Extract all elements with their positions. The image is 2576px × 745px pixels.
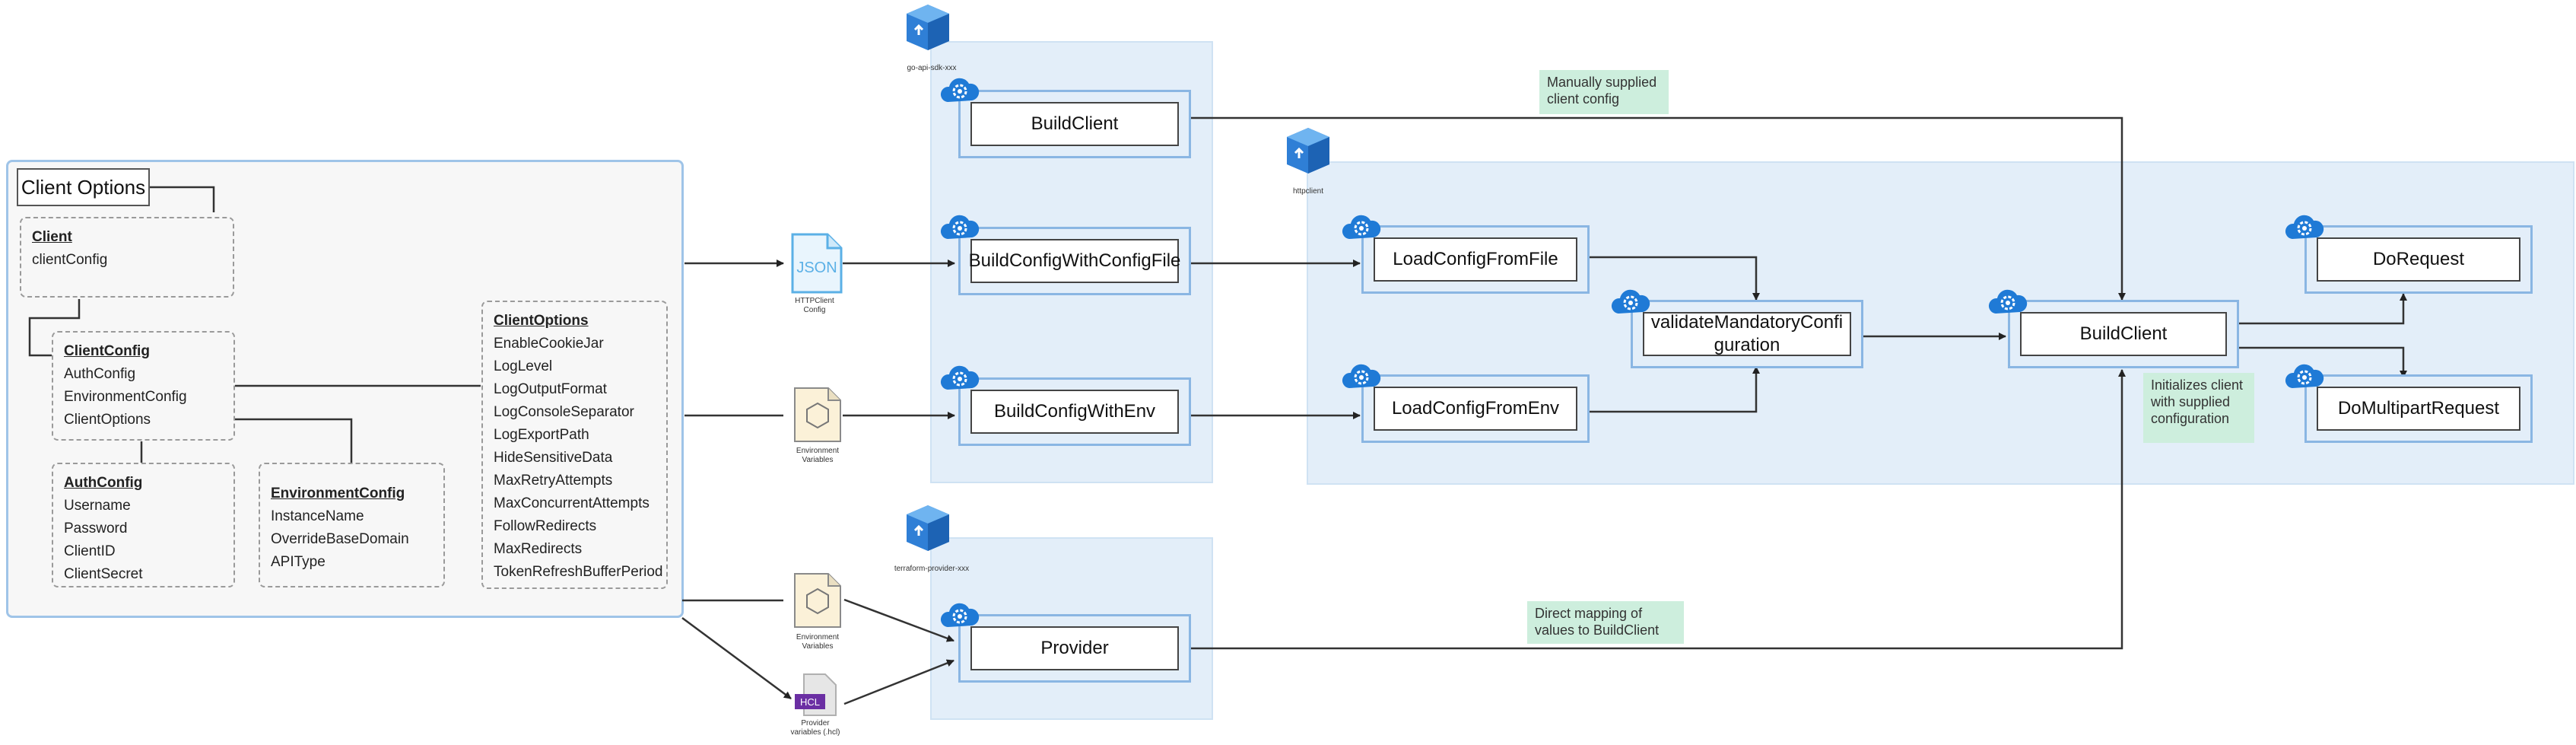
client-options-field: LogExportPath [494,427,589,443]
auth-config-field: ClientSecret [64,566,143,582]
environment-config-card: EnvironmentConfig InstanceName OverrideB… [259,463,445,587]
function-label: BuildClient [2020,312,2227,356]
auth-config-field: Username [64,498,131,514]
client-config-field: EnvironmentConfig [64,389,187,405]
function-label: BuildConfigWithEnv [970,390,1179,434]
build-client-box[interactable]: BuildClient [2008,300,2239,368]
hcl-file-icon: HCL [795,673,837,716]
terraform-package-label: terraform-provider-xxx [894,565,970,573]
terraform-package-icon [907,505,949,551]
function-label: BuildClient [970,102,1179,146]
json-caption: HTTPClient Config [795,297,834,314]
sdk-build-client-box[interactable]: BuildClient [958,90,1191,158]
env-caption-1: Environment Variables [796,447,840,464]
auth-config-field: Password [64,521,128,536]
client-options-field: EnableCookieJar [494,336,604,352]
client-options-list-heading: ClientOptions [494,313,589,329]
client-field: clientConfig [32,252,108,268]
client-card: Client clientConfig [20,217,234,298]
initializes-note: Initializes client with supplied configu… [2143,373,2254,443]
gear-icon [1342,215,1381,239]
env-caption-2: Environment Variables [796,633,840,651]
function-label: DoRequest [2317,237,2520,282]
client-heading: Client [32,229,72,245]
manual-config-note: Manually supplied client config [1539,70,1669,114]
function-label: BuildConfigWithConfigFile [969,239,1180,283]
gear-icon [940,365,980,390]
client-options-field: MaxRetryAttempts [494,473,613,489]
hcl-caption: Provider variables (.hcl) [790,719,840,737]
sdk-package-label: go-api-sdk-xxx [907,64,957,72]
provider-box[interactable]: Provider [958,614,1191,683]
environment-config-heading: EnvironmentConfig [271,486,405,501]
client-config-heading: ClientConfig [64,343,150,359]
function-label: LoadConfigFromEnv [1374,387,1577,431]
environment-config-field: InstanceName [271,508,364,524]
auth-config-card: AuthConfig Username Password ClientID Cl… [52,463,235,587]
gear-icon [1611,289,1650,314]
auth-config-heading: AuthConfig [64,475,143,491]
load-config-from-env-box[interactable]: LoadConfigFromEnv [1361,374,1590,443]
json-file-icon: JSON [791,233,843,294]
function-label: Provider [970,626,1179,670]
json-file-label: JSON [796,259,837,276]
gear-icon [940,603,980,627]
validate-mandatory-configuration-box[interactable]: validateMandatoryConfiguration [1631,300,1863,368]
function-label: DoMultipartRequest [2317,387,2520,431]
client-options-field: TokenRefreshBufferPeriod [494,564,663,580]
client-options-field: LogLevel [494,358,553,374]
gear-icon [940,78,980,102]
client-options-field: HideSensitiveData [494,450,613,466]
gear-icon [1988,289,2028,314]
do-multipart-request-box[interactable]: DoMultipartRequest [2304,374,2533,443]
auth-config-field: ClientID [64,543,116,559]
client-options-field: FollowRedirects [494,518,597,534]
environment-config-field: OverrideBaseDomain [271,531,409,547]
build-config-with-env-box[interactable]: BuildConfigWithEnv [958,377,1191,446]
load-config-from-file-box[interactable]: LoadConfigFromFile [1361,225,1590,294]
gear-icon [1342,364,1381,388]
function-label: LoadConfigFromFile [1374,237,1577,282]
client-options-field: MaxRedirects [494,541,583,557]
client-options-field: LogConsoleSeparator [494,404,634,420]
client-config-field: ClientOptions [64,412,151,428]
httpclient-package-icon [1287,128,1329,174]
client-config-field: AuthConfig [64,366,136,382]
client-options-field: LogOutputFormat [494,381,607,397]
client-options-list-card: ClientOptions EnableCookieJar LogLevel L… [481,301,668,589]
client-config-card: ClientConfig AuthConfig EnvironmentConfi… [52,331,235,441]
do-request-box[interactable]: DoRequest [2304,225,2533,294]
httpclient-package-label: httpclient [1292,187,1324,196]
direct-mapping-note: Direct mapping of values to BuildClient [1527,601,1684,644]
hcl-file-label: HCL [800,696,820,708]
environment-config-field: APIType [271,554,326,570]
client-options-title: Client Options [17,168,150,206]
sdk-package-icon [907,5,949,50]
env-variables-icon [794,387,841,442]
build-config-with-config-file-box[interactable]: BuildConfigWithConfigFile [958,227,1191,295]
gear-icon [2285,364,2324,388]
function-label: validateMandatoryConfiguration [1643,312,1851,356]
gear-icon [2285,215,2324,239]
env-variables-icon-2 [794,573,841,628]
client-options-field: MaxConcurrentAttempts [494,495,650,511]
gear-icon [940,215,980,239]
